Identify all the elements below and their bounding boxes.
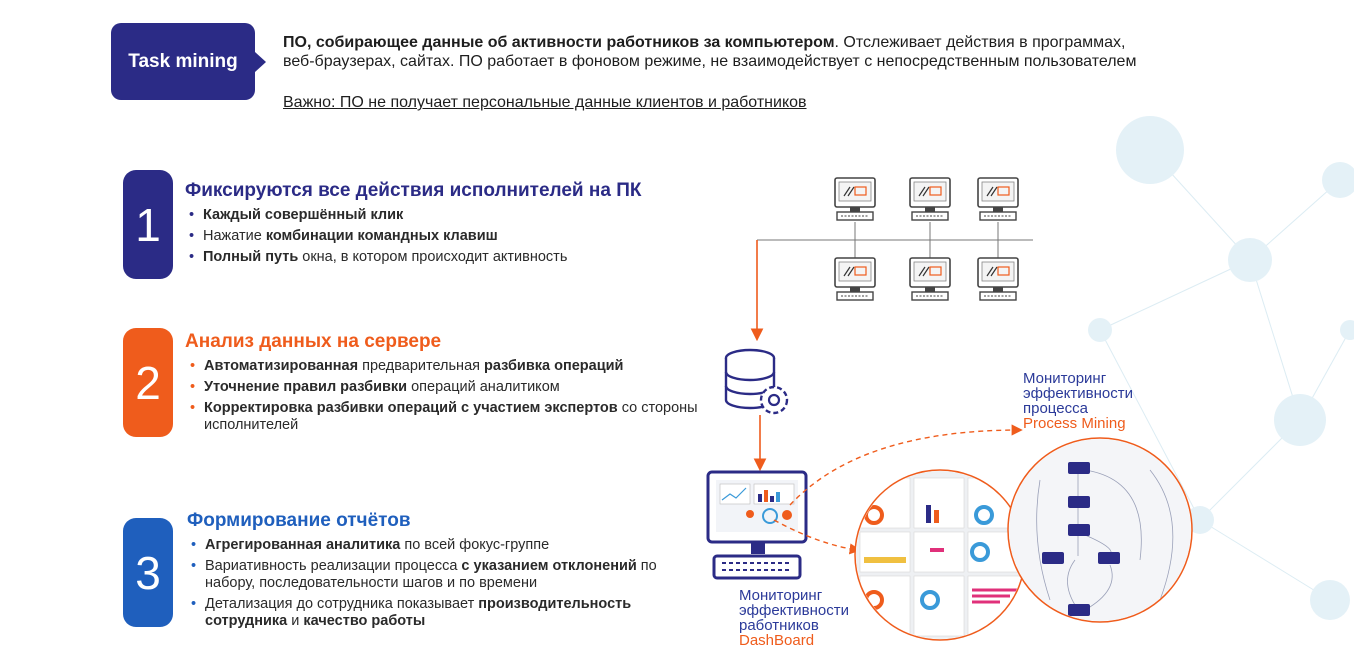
computer-icon — [909, 177, 951, 221]
step-2-bullets: Автоматизированная предварительная разби… — [186, 358, 706, 438]
intro-rest: . Отслеживает действия в программах, веб… — [283, 34, 1137, 70]
dashboard-caption: Мониторинг эффективности работников Dash… — [739, 588, 849, 648]
bullet-bold-text: Каждый совершённый клик — [203, 207, 404, 223]
bullet-text: Нажатие — [203, 228, 266, 244]
bullet-item: Уточнение правил разбивки операций анали… — [186, 379, 706, 396]
pm-caption-line-1: Мониторинг — [1023, 370, 1107, 387]
step-2-title: Анализ данных на сервере — [185, 331, 442, 352]
task-mining-label: Task mining — [128, 50, 238, 72]
db-caption-line-2: эффективности — [739, 602, 850, 619]
bullet-bold-text: комбинации командных клавиш — [265, 228, 498, 244]
process-mining-caption: Мониторинг эффективности процесса Proces… — [1023, 371, 1133, 431]
db-caption-line-3: работников — [739, 617, 819, 634]
bullet-bold-text: с указанием отклонений — [461, 558, 637, 574]
bullet-item: Агрегированная аналитика по всей фокус-г… — [187, 537, 707, 554]
dashboard-preview — [854, 469, 1026, 641]
bullet-bold-text: Автоматизированная — [204, 358, 359, 374]
pm-caption-line-2: эффективности — [1023, 385, 1134, 402]
bullet-bold-text: Корректировка разбивки операций с участи… — [204, 400, 618, 416]
bullet-item: Корректировка разбивки операций с участи… — [186, 400, 706, 434]
bullet-item: Детализация до сотрудника показывает про… — [187, 596, 707, 630]
step-1-title: Фиксируются все действия исполнителей на… — [185, 180, 642, 201]
bullet-text: и — [287, 613, 304, 629]
bullet-bold-text: Агрегированная аналитика — [205, 537, 401, 553]
bullet-text: Детализация до сотрудника показывает — [205, 596, 479, 612]
pm-caption-accent: Process Mining — [1023, 415, 1126, 432]
bullet-text: по всей фокус-группе — [400, 537, 550, 553]
step-3-bullets: Агрегированная аналитика по всей фокус-г… — [187, 537, 707, 634]
step-3-number: 3 — [123, 518, 173, 627]
task-mining-badge: Task mining — [111, 23, 255, 100]
computer-icon — [834, 257, 876, 301]
db-caption-line-1: Мониторинг — [739, 587, 823, 604]
bullet-item: Каждый совершённый клик — [185, 207, 665, 224]
intro-text: ПО, собирающее данные об активности рабо… — [283, 33, 1143, 71]
bullet-bold-text: разбивка операций — [484, 358, 624, 374]
computer-icon — [977, 177, 1019, 221]
bullet-item: Вариативность реализации процесса с указ… — [187, 558, 707, 592]
badge-pointer — [255, 52, 266, 72]
process-mining-preview — [1007, 437, 1193, 623]
bullet-text: Вариативность реализации процесса — [205, 558, 462, 574]
bullet-bold-text: качество работы — [303, 613, 426, 629]
computer-icon — [977, 257, 1019, 301]
bullet-text: окна, в котором происходит активность — [298, 249, 568, 265]
bullet-item: Автоматизированная предварительная разби… — [186, 358, 706, 375]
bullet-bold-text: Полный путь — [203, 249, 299, 265]
computer-icon — [834, 177, 876, 221]
step-1-bullets: Каждый совершённый кликНажатие комбинаци… — [185, 207, 665, 270]
monitor-analytics-icon — [706, 470, 808, 580]
intro-bold: ПО, собирающее данные об активности рабо… — [283, 34, 835, 51]
step-3-title: Формирование отчётов — [187, 510, 411, 531]
bullet-text: предварительная — [358, 358, 485, 374]
db-caption-accent: DashBoard — [739, 632, 815, 649]
bullet-item: Полный путь окна, в котором происходит а… — [185, 249, 665, 266]
step-1-number: 1 — [123, 170, 173, 279]
bullet-bold-text: Уточнение правил разбивки — [204, 379, 408, 395]
network-lines — [757, 222, 1033, 258]
privacy-note: Важно: ПО не получает персональные данны… — [283, 94, 807, 111]
bullet-text: со стороны исполнителей — [204, 400, 698, 433]
computer-icon — [909, 257, 951, 301]
pm-caption-line-3: процесса — [1023, 400, 1088, 417]
gear-icon — [759, 385, 789, 415]
bullet-bold-text: производительность сотрудника — [205, 596, 632, 629]
bullet-text: по набору, последовательности шагов и по… — [205, 558, 657, 591]
step-2-number: 2 — [123, 328, 173, 437]
bullet-item: Нажатие комбинации командных клавиш — [185, 228, 665, 245]
bullet-text: операций аналитиком — [407, 379, 560, 395]
